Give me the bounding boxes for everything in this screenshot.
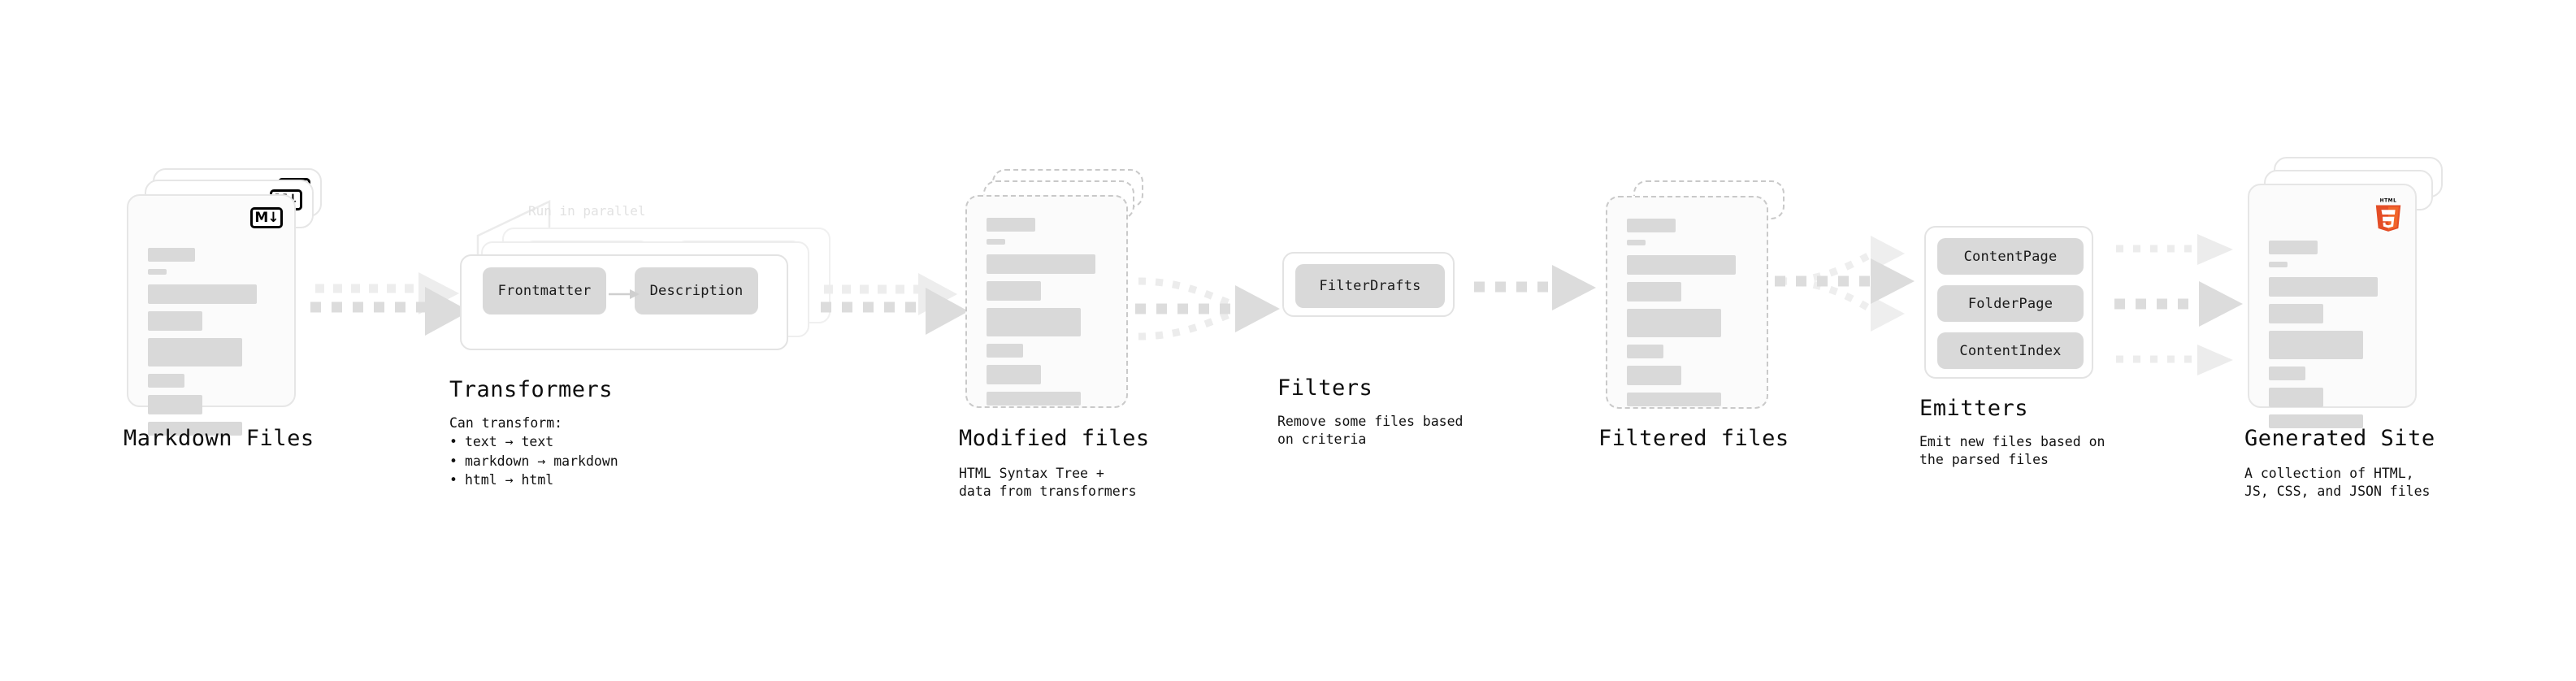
filtered-file-card-front[interactable]	[1606, 196, 1768, 409]
emitters-title: Emitters	[1919, 396, 2029, 421]
svg-text:HTML: HTML	[2380, 199, 2397, 204]
content-line	[1627, 393, 1721, 406]
chip-label: Description	[649, 283, 744, 299]
content-line	[987, 254, 1095, 274]
chip-label: FilterDrafts	[1319, 278, 1421, 294]
content-line	[148, 311, 202, 331]
content-line	[2269, 331, 2363, 359]
transformers-title: Transformers	[449, 377, 614, 402]
content-line	[1627, 309, 1721, 337]
content-line	[987, 218, 1035, 232]
run-in-parallel-note: Run in parallel	[528, 203, 646, 219]
content-line	[148, 248, 195, 262]
content-line	[148, 284, 257, 304]
chip-label: ContentPage	[1963, 248, 2058, 265]
emitters-subtitle: Emit new files based on the parsed files	[1919, 434, 2105, 468]
content-line	[987, 239, 1005, 245]
transformers-bullets: Can transform: text → text markdown → ma…	[449, 414, 618, 490]
markdown-files-title: Markdown Files	[124, 426, 314, 451]
filter-chip-filterdrafts[interactable]: FilterDrafts	[1295, 264, 1445, 308]
emitter-chip-contentindex[interactable]: ContentIndex	[1937, 332, 2084, 369]
filtered-files-title: Filtered files	[1598, 426, 1789, 451]
content-line	[2269, 304, 2323, 323]
file-content-lines	[148, 248, 276, 443]
connector-filters-to-filtered	[1474, 265, 1596, 310]
markdown-icon: M↓	[250, 207, 283, 228]
bullet-item: text → text	[449, 432, 618, 451]
markdown-file-card-front[interactable]: M↓	[127, 194, 296, 436]
generated-site-title: Generated Site	[2244, 426, 2435, 451]
file-content-lines	[1627, 219, 1749, 414]
chip-label: FolderPage	[1967, 295, 2053, 312]
content-line	[2269, 414, 2363, 428]
content-line	[1627, 345, 1663, 358]
run-in-parallel-bracket	[476, 200, 551, 255]
modified-files-title: Modified files	[959, 426, 1150, 451]
content-line	[2269, 388, 2323, 407]
content-line	[2269, 241, 2318, 254]
content-line	[2269, 262, 2288, 267]
bullets-header: Can transform:	[449, 415, 563, 431]
filters-box[interactable]: FilterDrafts	[1282, 252, 1455, 317]
content-line	[987, 308, 1081, 336]
content-line	[2269, 277, 2378, 297]
content-line	[148, 422, 242, 436]
modified-file-card-front[interactable]	[965, 195, 1128, 408]
content-line	[987, 365, 1041, 384]
connector-modified-to-filters	[1135, 277, 1280, 340]
content-line	[987, 392, 1081, 406]
content-line	[2269, 367, 2305, 380]
transformer-chip-description[interactable]: Description	[635, 267, 758, 314]
chip-label: Frontmatter	[497, 283, 592, 299]
content-line	[1627, 240, 1646, 245]
connector-emitters-to-site	[2114, 234, 2243, 375]
site-file-card-front[interactable]: HTML	[2248, 184, 2417, 428]
emitter-chip-folderpage[interactable]: FolderPage	[1937, 285, 2084, 322]
transformer-chip-frontmatter[interactable]: Frontmatter	[483, 267, 606, 314]
chip-label: ContentIndex	[1959, 342, 2062, 359]
file-content-lines	[2269, 241, 2397, 436]
content-line	[148, 374, 184, 388]
filters-subtitle: Remove some files based on criteria	[1277, 414, 1464, 448]
emitter-chip-contentpage[interactable]: ContentPage	[1937, 238, 2084, 275]
content-line	[987, 344, 1023, 358]
content-line	[148, 395, 202, 414]
content-line	[1627, 219, 1676, 232]
content-line	[1627, 255, 1736, 275]
html5-icon: HTML	[2375, 199, 2401, 232]
connector-markdown-to-transformers	[310, 272, 470, 336]
content-line	[148, 269, 167, 275]
transformer-inner-arrow	[609, 289, 640, 299]
filters-title: Filters	[1277, 375, 1373, 401]
file-content-lines	[987, 218, 1108, 413]
connector-filtered-to-emitters	[1775, 236, 1915, 332]
emitters-box[interactable]: ContentPage FolderPage ContentIndex	[1924, 226, 2093, 379]
transformer-box-front[interactable]: Frontmatter Description	[460, 254, 788, 350]
bullet-item: markdown → markdown	[449, 452, 618, 471]
modified-files-subtitle: HTML Syntax Tree + data from transformer…	[959, 466, 1137, 500]
connector-transformers-to-modified	[821, 273, 969, 335]
content-line	[148, 338, 242, 367]
generated-site-subtitle: A collection of HTML, JS, CSS, and JSON …	[2244, 466, 2431, 500]
content-line	[1627, 366, 1681, 385]
content-line	[1627, 282, 1681, 301]
content-line	[987, 281, 1041, 301]
bullet-item: html → html	[449, 471, 618, 489]
